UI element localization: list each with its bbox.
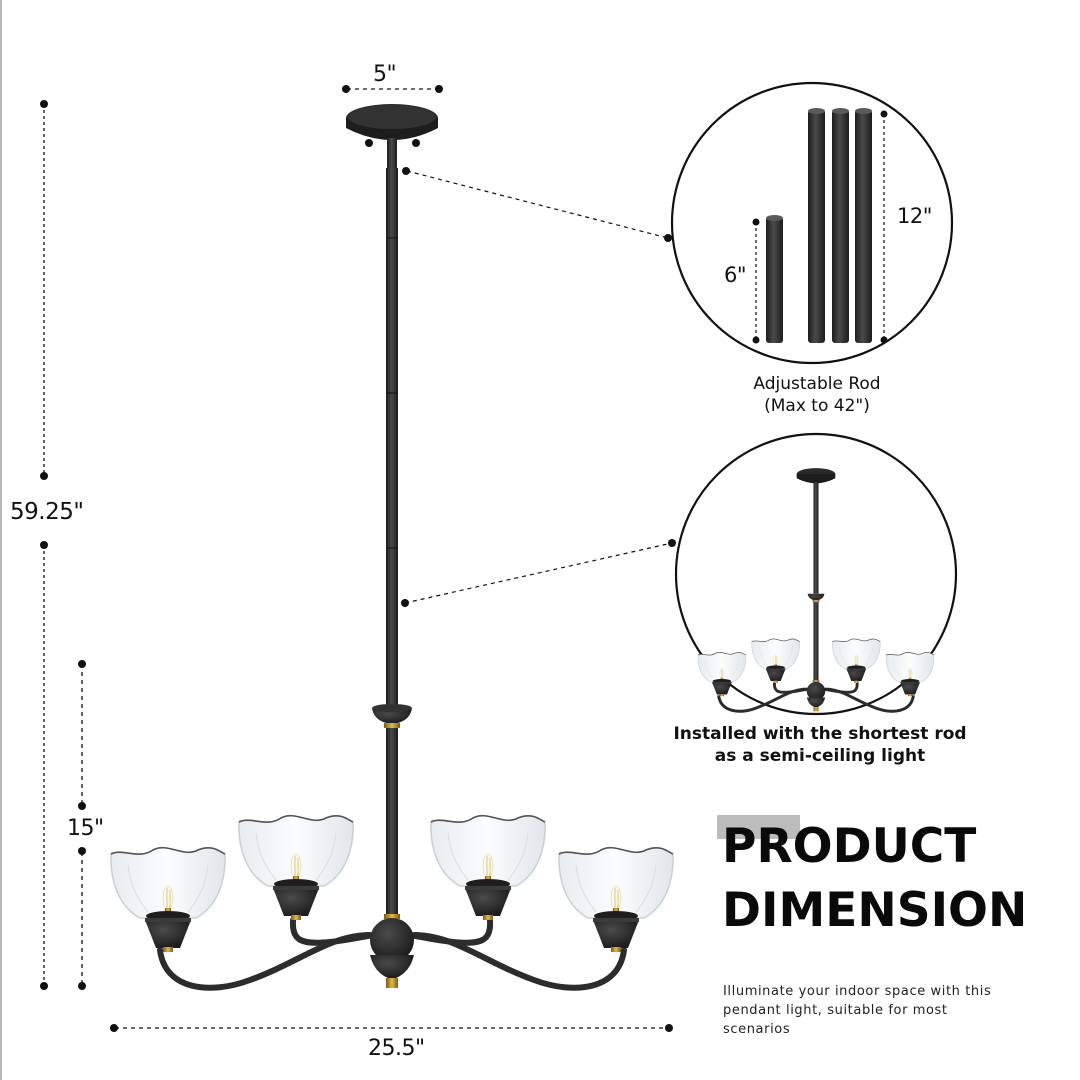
leader-line-rod [402, 167, 672, 242]
dim-body-height [78, 660, 86, 990]
leader-line-semi [401, 539, 676, 607]
adjustable-rod-caption-line2: (Max to 42") [764, 396, 870, 416]
dim-total-width [110, 1024, 673, 1032]
dim-total-height [40, 100, 48, 990]
short-rod-length-label: 6" [724, 263, 747, 287]
product-description: Illuminate your indoor space with this p… [723, 984, 992, 1037]
adjustable-rod-caption: Adjustable Rod (Max to 42") [712, 373, 922, 417]
total-height-label: 59.25" [10, 499, 84, 525]
canopy-width-label: 5" [373, 62, 397, 87]
inset-semi-ceiling [674, 432, 958, 716]
chandelier-main [110, 104, 674, 991]
headline-line1: PRODUCT [722, 819, 977, 874]
semi-ceiling-caption-line1: Installed with the shortest rod [673, 724, 967, 744]
semi-ceiling-caption-line2: as a semi-ceiling light [714, 746, 926, 766]
long-rod-length-label: 12" [897, 204, 932, 228]
inset-adjustable-rod [670, 81, 954, 365]
adjustable-rod-caption-line1: Adjustable Rod [753, 374, 881, 394]
dim-canopy-width [342, 85, 443, 93]
headline-accent-block [717, 815, 800, 839]
semi-ceiling-caption: Installed with the shortest rod as a sem… [660, 723, 980, 767]
body-height-label: 15" [67, 816, 104, 841]
headline-line2: DIMENSION [722, 883, 1028, 938]
total-width-label: 25.5" [368, 1036, 425, 1061]
frame-left-border [0, 0, 2, 1080]
